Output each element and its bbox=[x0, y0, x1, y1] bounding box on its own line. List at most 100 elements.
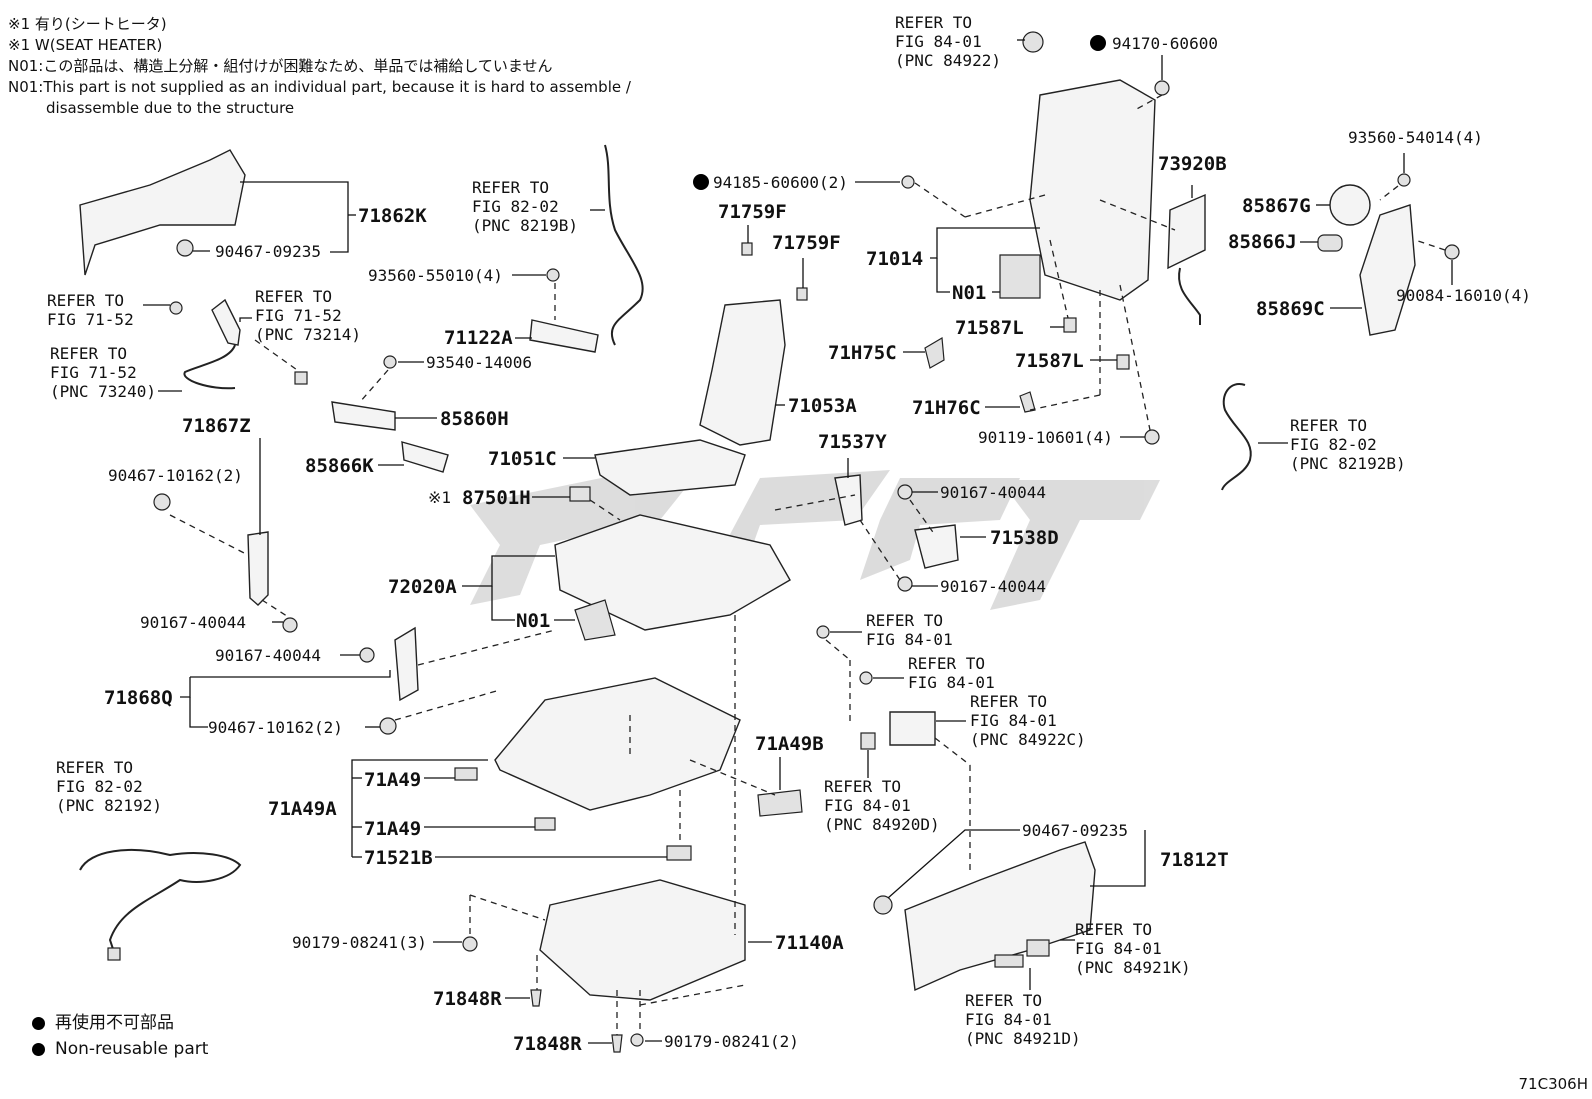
label-refer-84-01-a-line2: FIG 84-01 bbox=[866, 630, 953, 649]
cover-85869c-shape bbox=[1359, 204, 1416, 336]
label-71a49a: 71A49A bbox=[268, 798, 337, 820]
plate-71053a-shape bbox=[699, 299, 786, 446]
buckle-shape bbox=[211, 298, 241, 346]
legend: 再使用不可部品 Non-reusable part bbox=[32, 1010, 208, 1062]
label-refer-71-52-b-line3: (PNC 73214) bbox=[255, 325, 361, 344]
frame-71014-shape bbox=[1029, 79, 1156, 301]
non-reusable-bullet-icon bbox=[32, 1016, 45, 1030]
label-71a49b: 71A49B bbox=[755, 733, 824, 755]
label-71a49-a: 71A49 bbox=[364, 769, 421, 791]
bracket-71122a-shape bbox=[529, 319, 599, 353]
label-refer-84920d-line3: (PNC 84920D) bbox=[824, 815, 940, 834]
drawing-code: 71C306H bbox=[1518, 1075, 1588, 1093]
bolt-90119-shape bbox=[1144, 429, 1160, 445]
part-labels: 71862K 90467-09235 REFER TO FIG 71-52 RE… bbox=[47, 13, 1531, 1055]
label-90084-16010: 90084-16010(4) bbox=[1396, 286, 1531, 305]
label-90179-08241-a: 90179-08241(3) bbox=[292, 933, 427, 952]
label-refer-82192b-line1: REFER TO bbox=[1290, 416, 1367, 435]
clip-71a49-shape-b bbox=[534, 817, 556, 831]
label-90167-40044-a: 90167-40044 bbox=[140, 613, 246, 632]
label-refer-84921d-line1: REFER TO bbox=[965, 991, 1042, 1010]
clip-90467-10162-shape-b bbox=[379, 717, 397, 735]
clip-71587l-shape-b bbox=[1116, 354, 1130, 370]
label-90467-10162-a: 90467-10162(2) bbox=[108, 466, 243, 485]
motor-n01-shape-a bbox=[574, 599, 616, 641]
non-reusable-bullet bbox=[1090, 35, 1106, 51]
label-71862k: 71862K bbox=[358, 205, 427, 227]
non-reusable-bullet bbox=[693, 174, 709, 190]
label-refer-84920d-line2: FIG 84-01 bbox=[824, 796, 911, 815]
knob-84921k-shape bbox=[1026, 939, 1050, 957]
legend-row-en: Non-reusable part bbox=[32, 1036, 208, 1062]
label-refer-84922c-line1: REFER TO bbox=[970, 692, 1047, 711]
label-93560-54014: 93560-54014(4) bbox=[1348, 128, 1483, 147]
label-71a49-b: 71A49 bbox=[364, 818, 421, 840]
nut-shape-a bbox=[294, 371, 308, 385]
label-71h75c: 71H75C bbox=[828, 342, 897, 364]
switch-84922c-shape bbox=[889, 711, 936, 746]
label-refer-71-52-b-line2: FIG 71-52 bbox=[255, 306, 342, 325]
leader-lines bbox=[143, 39, 1453, 1044]
bolt-71848r-shape-a bbox=[530, 989, 542, 1007]
label-refer-84920d-line1: REFER TO bbox=[824, 777, 901, 796]
label-93540-14006: 93540-14006 bbox=[426, 353, 532, 372]
label-71587l-a: 71587L bbox=[955, 317, 1024, 339]
label-refer-84922c-line2: FIG 84-01 bbox=[970, 711, 1057, 730]
notes-block: ※1 有り(シートヒータ) ※1 W(SEAT HEATER) N01:この部品… bbox=[8, 14, 631, 119]
label-71051c: 71051C bbox=[488, 448, 557, 470]
label-90467-10162-b: 90467-10162(2) bbox=[208, 718, 343, 737]
label-71537y: 71537Y bbox=[818, 431, 887, 453]
label-refer-84922c-line3: (PNC 84922C) bbox=[970, 730, 1086, 749]
label-refer-84921k-line1: REFER TO bbox=[1075, 920, 1152, 939]
label-85869c: 85869C bbox=[1256, 298, 1325, 320]
label-71848r-b: 71848R bbox=[513, 1033, 582, 1055]
label-87501h: 87501H bbox=[462, 487, 531, 509]
knob-85867g-shape bbox=[1329, 184, 1371, 226]
screw-93560-shape bbox=[546, 268, 560, 282]
heater-87501h-shape bbox=[569, 486, 591, 502]
screw-90084-shape bbox=[1444, 244, 1460, 260]
label-90467-09235-a: 90467-09235 bbox=[215, 242, 321, 261]
clip-shape-a bbox=[169, 301, 183, 315]
label-71014: 71014 bbox=[866, 248, 923, 270]
label-refer-71-52-c-line3: (PNC 73240) bbox=[50, 382, 156, 401]
label-refer-84921k-line2: FIG 84-01 bbox=[1075, 939, 1162, 958]
label-refer-84-01-b-line1: REFER TO bbox=[908, 654, 985, 673]
label-71812t: 71812T bbox=[1160, 849, 1229, 871]
label-71868q: 71868Q bbox=[104, 687, 173, 709]
label-refer-84922-line2: FIG 84-01 bbox=[895, 32, 982, 51]
harness-82192-shape bbox=[79, 849, 242, 956]
label-refer-82-02-b-line3: (PNC 8219B) bbox=[472, 216, 578, 235]
label-refer-84-01-a-line1: REFER TO bbox=[866, 611, 943, 630]
bolt-90167-shape-b bbox=[359, 647, 375, 663]
non-reusable-bullet-icon bbox=[32, 1042, 45, 1056]
label-85860h: 85860H bbox=[440, 408, 509, 430]
side-cover-71862k-shape bbox=[79, 149, 246, 276]
motor-n01-shape-b bbox=[999, 254, 1041, 299]
bracket-71867z-shape bbox=[247, 531, 269, 606]
harness-8219b-shape bbox=[604, 144, 644, 346]
label-refer-82192b-line3: (PNC 82192B) bbox=[1290, 454, 1406, 473]
label-refer-84921k-line3: (PNC 84921K) bbox=[1075, 958, 1191, 977]
nut-90179-shape-b bbox=[630, 1033, 644, 1047]
label-refer-82-02-b-line1: REFER TO bbox=[472, 178, 549, 197]
label-85866j: 85866J bbox=[1228, 231, 1297, 253]
label-90167-40044-c: 90167-40044 bbox=[940, 483, 1046, 502]
label-refer-71-52-b-line1: REFER TO bbox=[255, 287, 332, 306]
label-94185-60600: 94185-60600(2) bbox=[713, 173, 848, 192]
buckle-wire-shape bbox=[183, 344, 236, 390]
label-85866k: 85866K bbox=[305, 455, 374, 477]
note-n01-jp: N01:この部品は、構造上分解・組付けが困難なため、単品では補給していません bbox=[8, 57, 553, 75]
label-refer-84-01-b-line2: FIG 84-01 bbox=[908, 673, 995, 692]
label-refer-84922-line3: (PNC 84922) bbox=[895, 51, 1001, 70]
legend-text-en: Non-reusable part bbox=[55, 1039, 209, 1059]
ring-85866j-shape bbox=[1317, 234, 1343, 252]
label-87501h-mark: ※1 bbox=[428, 488, 451, 507]
label-71h76c: 71H76C bbox=[912, 397, 981, 419]
label-refer-82-02-a-line2: FIG 82-02 bbox=[56, 777, 143, 796]
note-n01-en: N01:This part is not supplied as an indi… bbox=[8, 78, 631, 96]
clip-71h75c-shape bbox=[924, 337, 945, 369]
clip-71759f-shape-a bbox=[741, 242, 753, 256]
note-n01-en-cont: disassemble due to the structure bbox=[46, 99, 295, 117]
clip-71h76c-shape bbox=[1019, 391, 1036, 413]
